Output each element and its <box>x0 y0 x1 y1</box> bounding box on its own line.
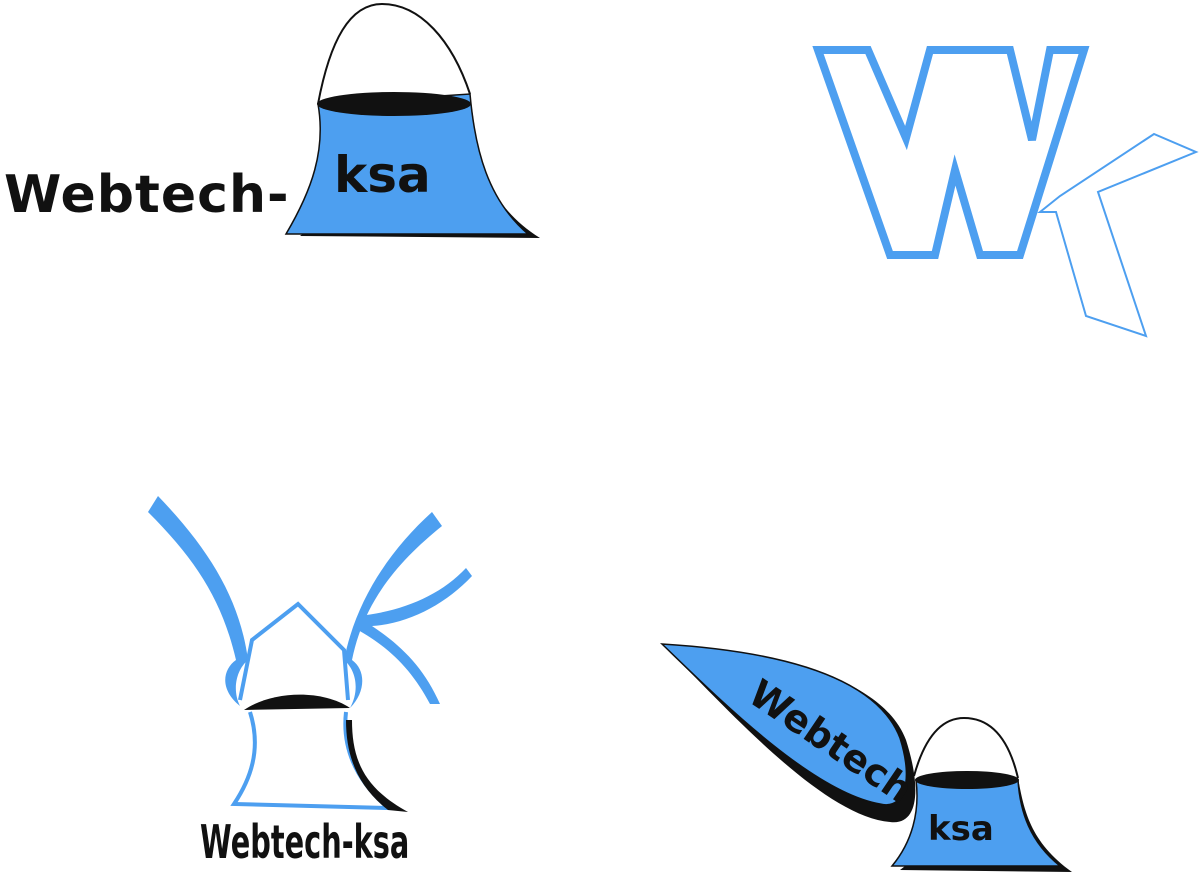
logo-3-bag-body <box>230 711 394 811</box>
logo-1-bag-body <box>284 93 531 235</box>
logo-1-left-text: Webtech- <box>4 165 290 225</box>
logo-3-bag-opening <box>244 694 350 710</box>
logo-1-bag-handle <box>317 2 471 105</box>
logo-4-bag-handle <box>913 716 1019 779</box>
logo-3-roof-handle <box>238 601 350 701</box>
logo-3-caption: Webtech-ksa <box>200 816 409 870</box>
logo-1-bag-opening <box>317 92 471 116</box>
logo-3-left-swoosh <box>148 496 248 706</box>
logo-4-leaf-bag: Webtech ksa <box>660 643 1072 872</box>
logo-1-webtech-bag: Webtech- ksa <box>4 2 540 238</box>
logo-1-bag-text: ksa <box>334 146 431 204</box>
logo-3-small-swoosh <box>358 568 472 704</box>
logo-3-swoosh-bag: Webtech-ksa <box>148 496 472 870</box>
logo-4-bag-opening <box>915 771 1019 789</box>
logo-4-bag-text: ksa <box>928 809 994 849</box>
logo-3-bag-shadow <box>346 720 408 812</box>
logo-2-letter-w <box>812 46 1090 259</box>
logo-4-leaf <box>660 643 908 806</box>
logo-4-bag-body <box>890 779 1063 867</box>
logo-3-right-swoosh <box>344 512 442 708</box>
logo-2-wk-monogram: WK <box>812 46 1199 338</box>
logo-2-letter-k <box>1037 132 1199 338</box>
